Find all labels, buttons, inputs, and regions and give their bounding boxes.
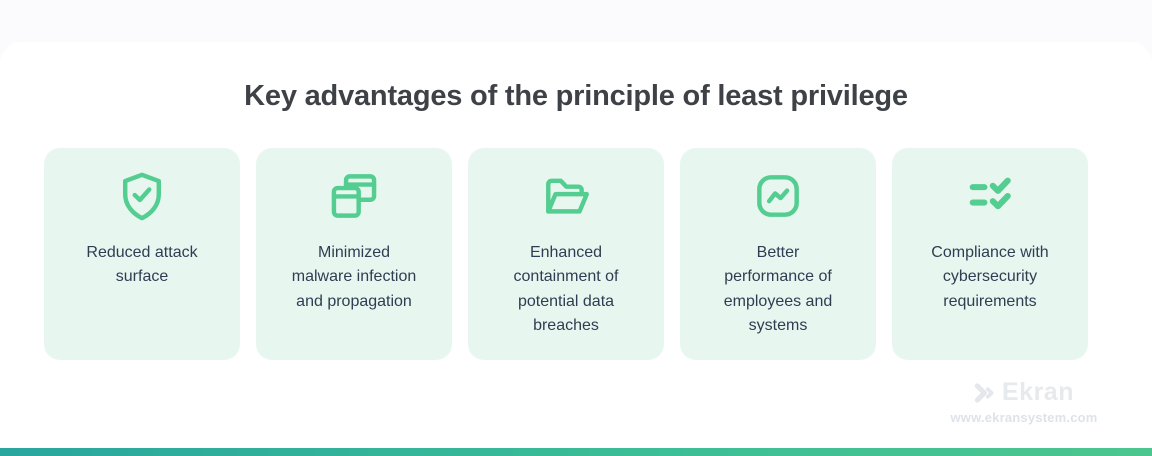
card-label: Reduced attack surface [86,244,198,286]
overlapping-windows-icon [326,168,382,224]
card-label: Minimized malware infection and propagat… [291,244,417,310]
card-label: Enhanced containment of potential data b… [513,244,619,334]
card-better-performance: Better performance of employees and syst… [680,148,876,360]
ekran-watermark: Ekran www.ekransystem.com [950,378,1097,425]
open-folder-icon [538,168,594,224]
card-compliance: Compliance with cybersecurity requiremen… [892,148,1088,360]
shield-check-icon [114,168,170,224]
ekran-brand-text: Ekran [1002,378,1074,406]
card-minimized-malware: Minimized malware infection and propagat… [256,148,452,360]
ekran-logo-icon [974,382,994,403]
bottom-accent-bar [0,448,1152,456]
ekran-website-text: www.ekransystem.com [950,410,1098,425]
card-label: Better performance of employees and syst… [723,244,833,334]
checklist-icon [962,168,1018,224]
page-title: Key advantages of the principle of least… [244,80,908,112]
card-enhanced-containment: Enhanced containment of potential data b… [468,148,664,360]
trend-chart-icon [750,168,806,224]
card-label: Compliance with cybersecurity requiremen… [931,244,1049,310]
advantage-cards-row: Reduced attack surface Minimized malware… [44,148,1088,360]
card-reduced-attack-surface: Reduced attack surface [44,148,240,360]
